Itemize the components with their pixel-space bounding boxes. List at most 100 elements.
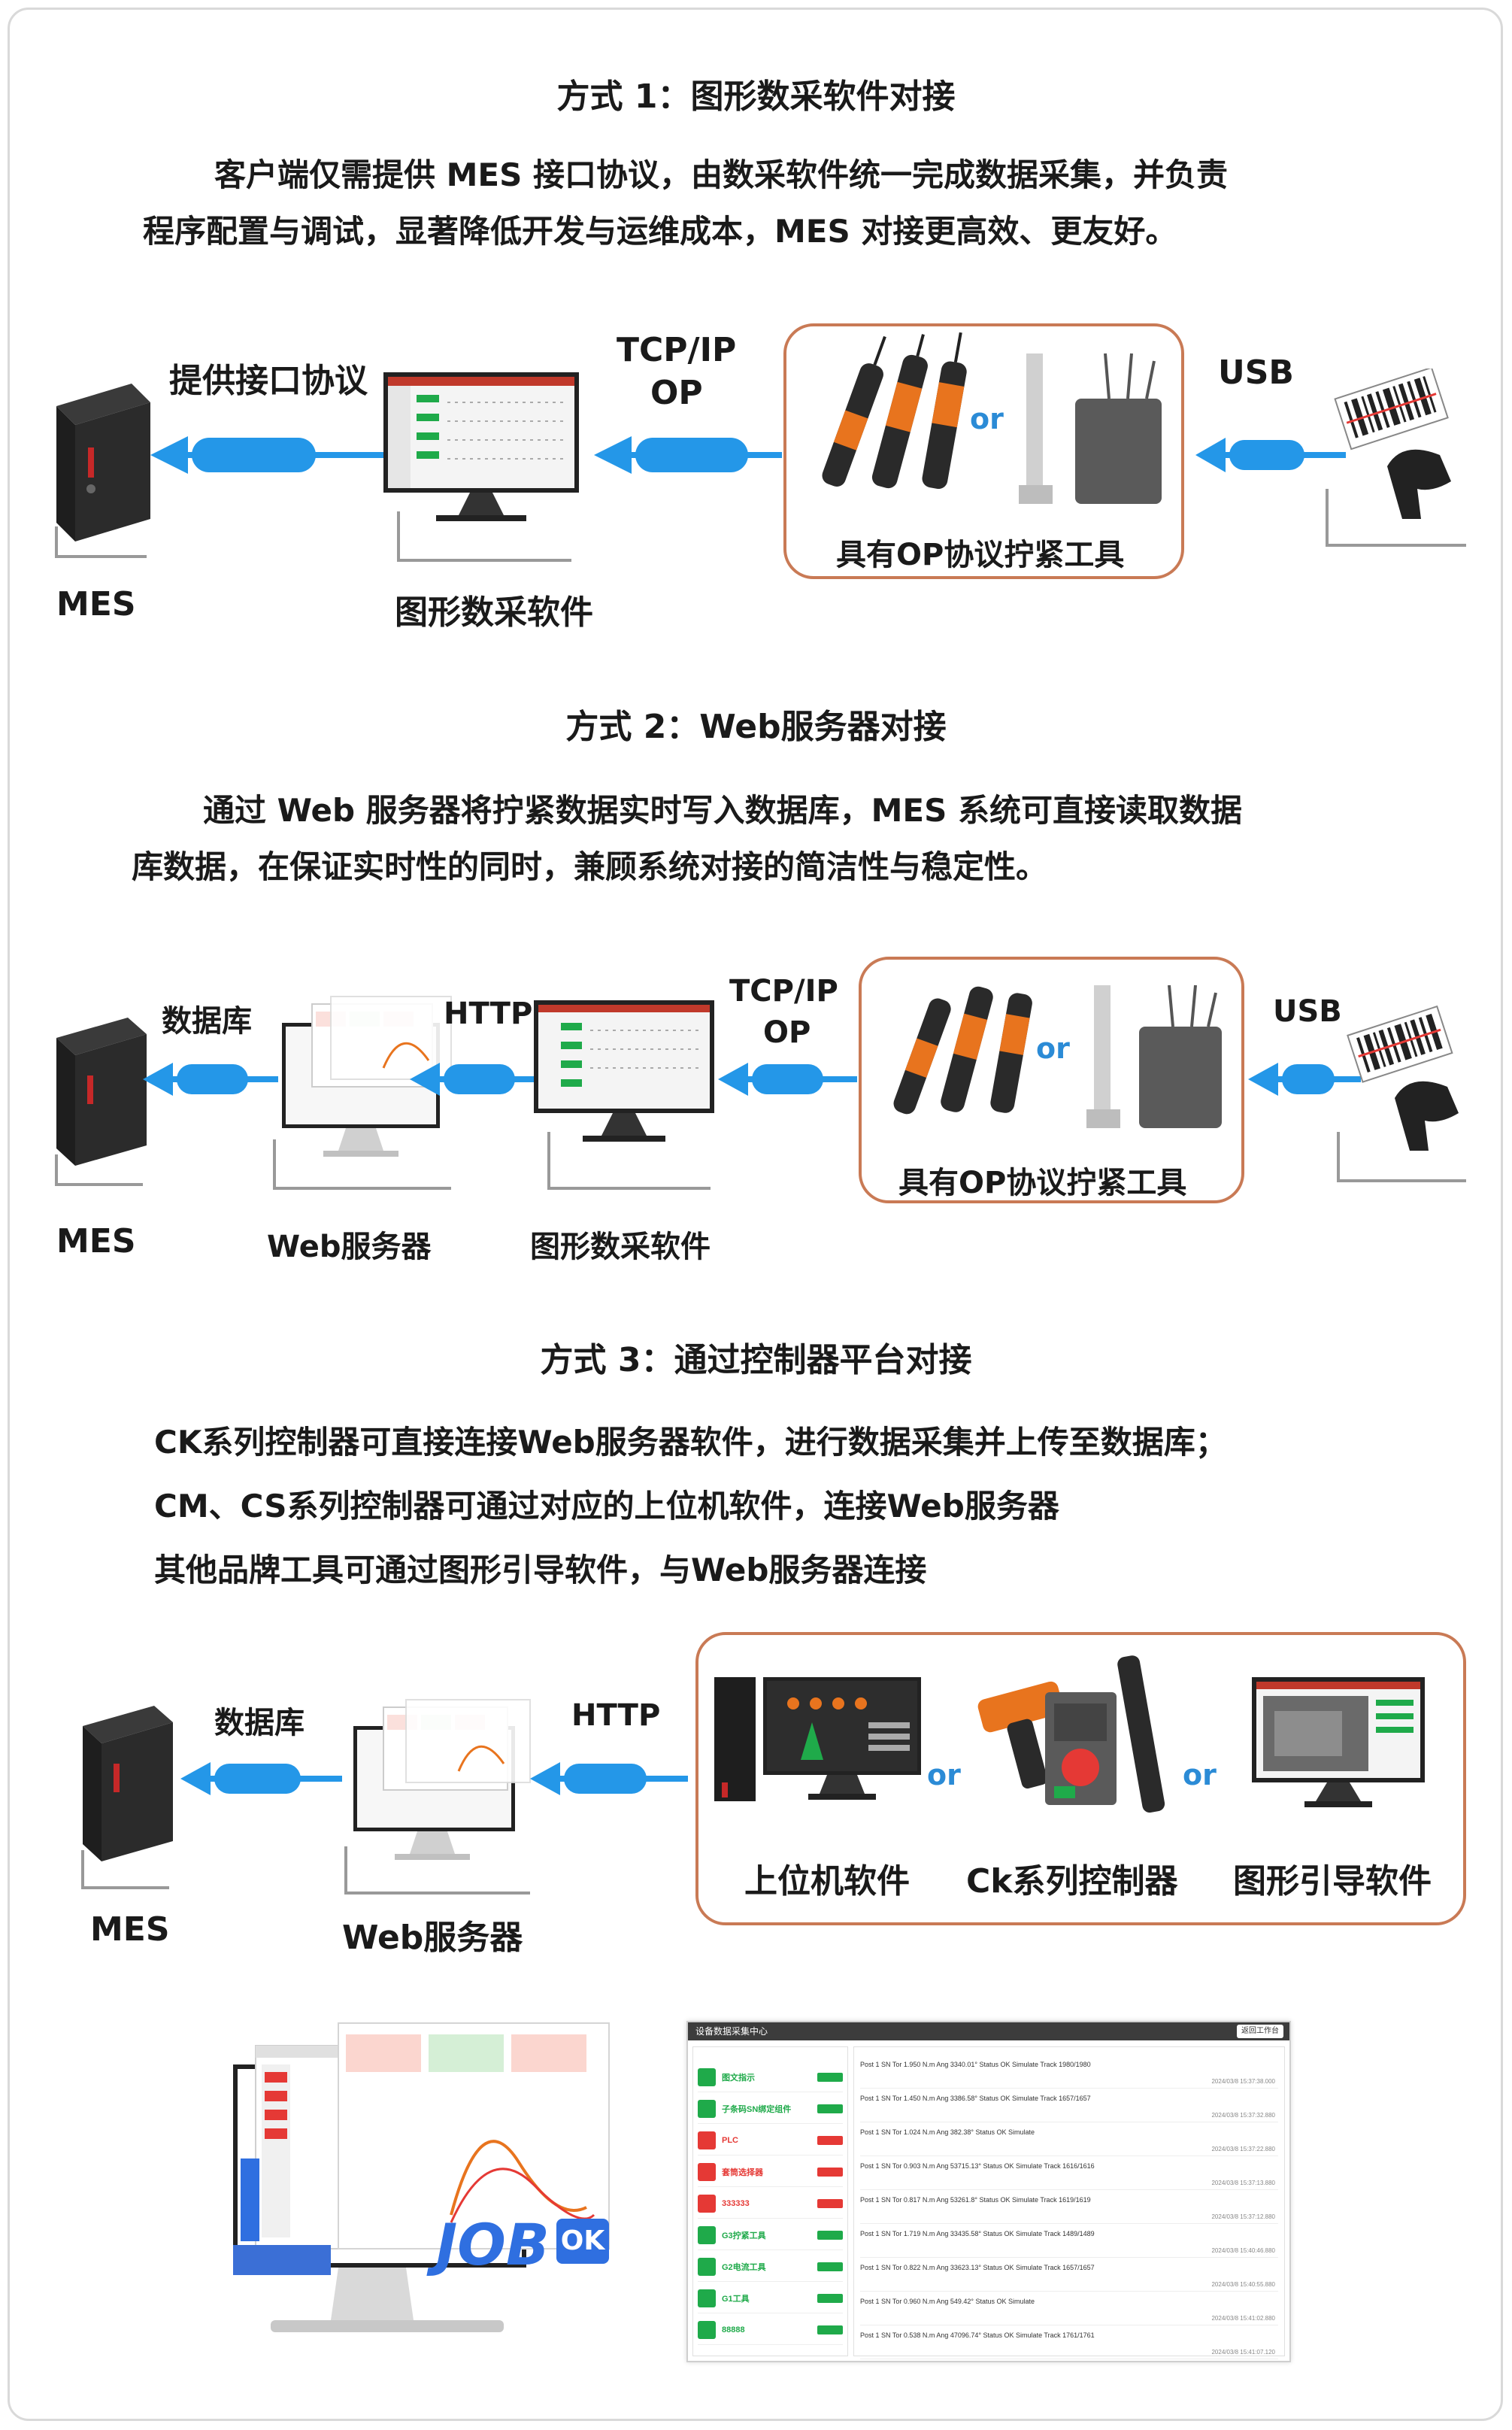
device-label: G3拧紧工具 [722,2231,766,2240]
section2-title: 方式 2：Web服务器对接 [565,708,947,746]
arrow-usb-2 [1248,1063,1361,1096]
device-label: PLC [722,2135,738,2145]
interface-protocol-label: 提供接口协议 [169,362,368,400]
record-row: Post 1 SN Tor 0.960 N.m Ang 549.42° Stat… [860,2292,1278,2325]
device-icon [698,2194,716,2213]
ck-controller-label: Ck系列控制器 [966,1862,1178,1901]
record-time: 2024/03/8 15:41:07.120 [1211,2349,1275,2356]
web-server-icon-3 [344,1699,531,1895]
arrow-to-web-3 [530,1762,688,1795]
record-text: Post 1 SN Tor 1.950 N.m Ang 3340.01° Sta… [860,2061,1091,2068]
op-label: OP [650,374,703,412]
record-time: 2024/03/8 15:37:22.880 [1211,2146,1275,2152]
return-workbench-button[interactable]: 返回工作台 [1237,2025,1283,2038]
screwdriver-tools-icon [822,332,967,490]
device-list-item[interactable]: 88888 [698,2315,843,2345]
host-software-label: 上位机软件 [744,1862,910,1901]
mes-server-icon-3 [81,1706,173,1889]
device-label: 子条码SN绑定组件 [722,2104,792,2114]
device-edit-button[interactable] [817,2262,843,2271]
record-row: Post 1 SN Tor 0.817 N.m Ang 53261.8° Sta… [860,2190,1278,2224]
device-label: G1工具 [722,2294,750,2304]
device-icon [698,2257,716,2276]
device-list-item[interactable]: 图文指示 [698,2062,843,2092]
or-label: or [970,402,1004,435]
section3-line1: CK系列控制器可直接连接Web服务器软件，进行数据采集并上传至数据库； [154,1424,1227,1461]
device-edit-button[interactable] [817,2325,843,2334]
section3-line3: 其他品牌工具可通过图形引导软件，与Web服务器连接 [154,1552,927,1588]
record-list: Post 1 SN Tor 1.950 N.m Ang 3340.01° Sta… [853,2046,1285,2359]
record-time: 2024/03/8 15:37:13.880 [1211,2180,1275,2186]
device-edit-button[interactable] [817,2198,843,2208]
section1-title: 方式 1：图形数采软件对接 [556,77,956,116]
or-label-3b: or [1183,1758,1217,1791]
web-server-icon [273,996,452,1190]
device-edit-button[interactable] [817,2293,843,2303]
web-label-2: Web服务器 [267,1230,432,1264]
guide-software-label: 图形引导软件 [1233,1862,1432,1901]
section1-para-line2: 程序配置与调试，显著降低开发与运维成本，MES 对接更高效、更友好。 [143,213,1177,250]
record-text: Post 1 SN Tor 0.960 N.m Ang 549.42° Stat… [860,2298,1035,2305]
software-monitor-icon [383,372,579,562]
device-icon [698,2225,716,2244]
device-edit-button[interactable] [817,2135,843,2145]
db-label-3: 数据库 [214,1706,305,1740]
device-icon [698,2320,716,2339]
tcp-label: TCP/IP [617,331,737,369]
device-list-item[interactable]: G2电流工具 [698,2252,843,2282]
software-monitor-icon-2 [534,1000,714,1190]
usb-label-2: USB [1273,994,1342,1029]
job-text: JOB [436,2211,550,2278]
device-list-item[interactable]: 子条码SN绑定组件 [698,2094,843,2124]
arrow-to-mes [150,436,391,474]
record-time: 2024/03/8 15:41:02.880 [1211,2315,1275,2322]
page-frame [8,8,1503,2421]
record-text: Post 1 SN Tor 0.903 N.m Ang 53715.13° St… [860,2162,1095,2170]
device-edit-button[interactable] [817,2104,843,2113]
device-edit-button[interactable] [817,2167,843,2177]
http-label-3: HTTP [571,1698,661,1733]
device-icon [698,2162,716,2181]
section2-para-line2: 库数据，在保证实时性的同时，兼顾系统对接的简洁性与稳定性。 [132,848,1048,885]
record-text: Post 1 SN Tor 0.538 N.m Ang 47096.74° St… [860,2331,1095,2339]
controller-tool-icon [1019,353,1162,504]
arrow-to-db [143,1063,278,1096]
device-list-item[interactable]: G3拧紧工具 [698,2220,843,2250]
controller-platform-box [695,1632,1466,1925]
device-edit-button[interactable] [817,2230,843,2240]
panel-title: 设备数据采集中心 [695,2026,768,2037]
device-list-item[interactable]: 333333 [698,2189,843,2219]
mes-server-icon [55,384,150,558]
mes-label-2: MES [56,1222,136,1261]
device-list-item[interactable]: 套筒选择器 [698,2157,843,2187]
screwdriver-tools-icon-2 [893,986,1032,1115]
ck-controller-icon [977,1655,1165,1813]
op-label-2: OP [763,1015,811,1050]
op-tool-label: 具有OP协议拧紧工具 [836,538,1125,572]
web-label-3: Web服务器 [342,1919,523,1957]
record-time: 2024/03/8 15:40:55.880 [1211,2281,1275,2288]
record-time: 2024/03/8 15:37:38.000 [1211,2078,1275,2085]
arrow-to-software-2 [718,1063,857,1096]
usb-label: USB [1218,353,1294,392]
controller-tool-icon-2 [1086,984,1222,1128]
mes-server-icon-2 [55,1018,147,1186]
record-row: Post 1 SN Tor 1.950 N.m Ang 3340.01° Sta… [860,2055,1278,2089]
record-text: Post 1 SN Tor 0.822 N.m Ang 33623.13° St… [860,2264,1095,2271]
record-row: Post 1 SN Tor 1.450 N.m Ang 3386.58° Sta… [860,2089,1278,2122]
device-label: 图文指示 [722,2073,755,2083]
host-software-icon [714,1677,921,1801]
software-label-2: 图形数采软件 [530,1230,711,1264]
section1-para-line1: 客户端仅需提供 MES 接口协议，由数采软件统一完成数据采集，并负责 [214,156,1228,193]
device-label: 333333 [722,2198,750,2208]
op-tool-label-2: 具有OP协议拧紧工具 [898,1166,1187,1200]
device-list-item[interactable]: PLC [698,2125,843,2155]
panel-header: 设备数据采集中心 返回工作台 [688,2022,1289,2040]
device-list-item[interactable]: G1工具 [698,2283,843,2313]
record-row: Post 1 SN Tor 1.024 N.m Ang 382.38° Stat… [860,2122,1278,2156]
guide-software-icon [1252,1677,1425,1807]
record-row: Post 1 SN Tor 0.538 N.m Ang 47096.74° St… [860,2325,1278,2359]
device-edit-button[interactable] [817,2072,843,2082]
http-label-2: HTTP [444,997,533,1031]
